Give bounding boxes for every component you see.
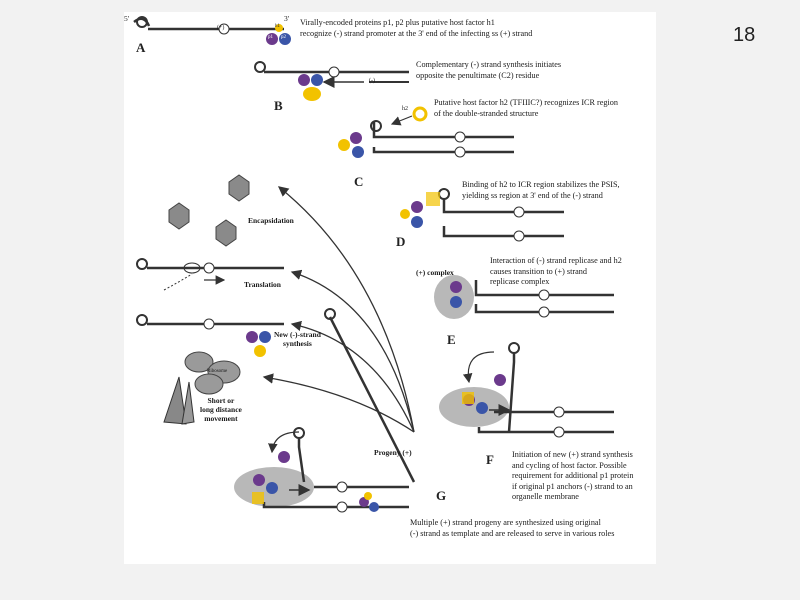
h2-label: h2 [402, 106, 408, 112]
slide-number: 18 [733, 24, 756, 46]
panel-g-letter: G [436, 488, 447, 503]
five-prime-mark: 5' [124, 14, 130, 23]
panel-g-caption: Multiple (+) strand progeny are synthesi… [410, 518, 615, 538]
panel-f-letter: F [486, 452, 494, 467]
h1-label: h1 [275, 24, 280, 29]
replication-diagram: A B C D E F G Virally-encoded proteins p… [124, 12, 656, 564]
three-prime-mark: 3' [284, 14, 290, 23]
panel-d-letter: D [396, 234, 406, 249]
panel-c-strand [338, 106, 514, 158]
panel-e-strand [434, 275, 614, 319]
plus-mark: (+) [217, 25, 225, 31]
panel-e-letter: E [447, 332, 456, 347]
minus-mark: (-) [369, 78, 375, 84]
plus-complex-label: (+) complex [416, 268, 454, 277]
panel-b-letter: B [274, 98, 283, 113]
panel-b-strand [254, 61, 409, 101]
panel-a-strand [133, 16, 291, 45]
encapsidation-virions [168, 174, 250, 247]
panel-c-caption: Putative host factor h2 (TFIIIC?) recogn… [434, 98, 618, 118]
p2-label: p2 [281, 35, 286, 40]
progeny-label: Progeny (+) [374, 448, 412, 457]
movement-label: Short or long distance movement [200, 396, 242, 423]
panel-d-strand [400, 188, 564, 242]
panel-d-caption: Binding of h2 to ICR region stabilizes t… [462, 180, 620, 200]
panel-e-caption: Interaction of (-) strand replicase and … [490, 256, 622, 286]
panel-f-caption: Initiation of new (+) strand synthesis a… [512, 450, 634, 501]
panel-b-caption: Complementary (-) strand synthesis initi… [416, 60, 562, 80]
translation-strand [136, 258, 284, 291]
panel-a-caption: Virally-encoded proteins p1, p2 plus put… [300, 18, 533, 38]
panel-a-letter: A [136, 40, 146, 55]
ribosome-label: Ribosome [207, 369, 228, 374]
panel-c-letter: C [354, 174, 364, 189]
new-minus-strand-label: New (-)-strand synthesis [274, 330, 321, 348]
translation-label: Translation [244, 280, 281, 289]
movement-illustration [163, 351, 241, 425]
output-arrows [262, 186, 415, 433]
panel-f-strand [439, 342, 614, 438]
new-minus-strand [136, 314, 284, 357]
encapsidation-label: Encapsidation [248, 216, 294, 225]
diagram-drawing [133, 16, 614, 513]
p1-label: p1 [268, 35, 273, 40]
